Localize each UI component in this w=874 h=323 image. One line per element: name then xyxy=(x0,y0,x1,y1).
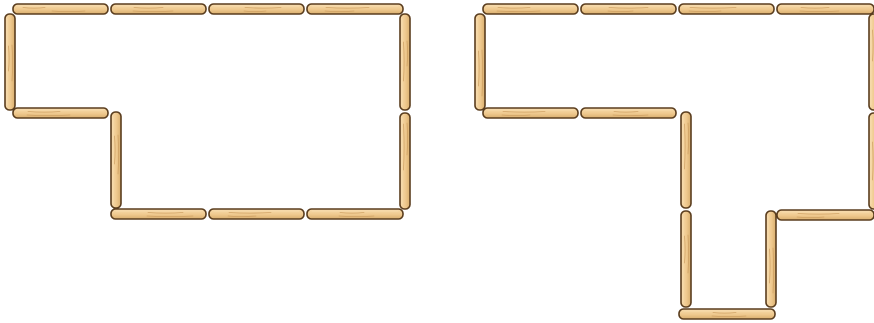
matchstick[interactable] xyxy=(111,209,206,219)
matchstick[interactable] xyxy=(681,112,691,208)
matchstick[interactable] xyxy=(111,4,206,14)
matchstick[interactable] xyxy=(400,14,410,110)
matchstick[interactable] xyxy=(13,4,108,14)
matchstick[interactable] xyxy=(581,108,676,118)
matchstick[interactable] xyxy=(483,108,578,118)
left-figure xyxy=(5,4,410,219)
right-figure xyxy=(475,4,874,319)
matchstick[interactable] xyxy=(475,14,485,110)
matchstick[interactable] xyxy=(111,112,121,208)
matchstick[interactable] xyxy=(869,113,874,209)
matchstick[interactable] xyxy=(679,309,775,319)
matchstick[interactable] xyxy=(209,4,304,14)
matchstick[interactable] xyxy=(777,4,874,14)
matchstick[interactable] xyxy=(209,209,304,219)
matchstick[interactable] xyxy=(307,4,403,14)
matchstick[interactable] xyxy=(766,211,776,307)
matchstick[interactable] xyxy=(5,14,15,110)
matchstick[interactable] xyxy=(307,209,403,219)
matchstick[interactable] xyxy=(13,108,108,118)
matchstick[interactable] xyxy=(679,4,774,14)
matchstick[interactable] xyxy=(777,210,874,220)
matchstick[interactable] xyxy=(483,4,578,14)
matchstick[interactable] xyxy=(681,211,691,307)
matchstick[interactable] xyxy=(869,14,874,110)
matchstick[interactable] xyxy=(400,113,410,209)
matchstick[interactable] xyxy=(581,4,676,14)
